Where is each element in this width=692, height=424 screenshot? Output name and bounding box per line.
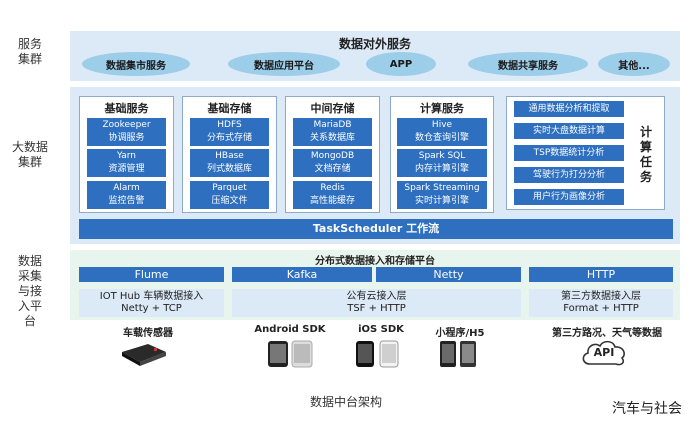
api-cloud-icon: [582, 340, 625, 366]
task-scheduler-bar: TaskScheduler 工作流: [79, 219, 673, 239]
service-oval: 其他...: [598, 52, 670, 76]
device-label-vehicle-sensor: 车载传感器: [123, 328, 173, 339]
protocol-netty: Netty: [376, 267, 521, 282]
task-item: TSP数据统计分析: [514, 145, 624, 161]
side-label-collect-platform: 数据 采集 与接 入平 台: [17, 254, 42, 328]
service-oval: 数据集市服务: [82, 52, 190, 76]
column-title: 基础服务: [104, 102, 149, 115]
column-title: 基础存储: [207, 102, 252, 115]
ingest-title: 分布式数据接入和存储平台: [315, 256, 435, 267]
external-service-title: 数据对外服务: [338, 37, 411, 51]
side-label-bigdata-cluster: 大数据 集群: [11, 140, 48, 169]
device-label-ios-sdk: iOS SDK: [358, 324, 404, 335]
compute-task-list: 通用数据分析和提取 实时大盘数据计算 TSP数据统计分析 驾驶行为打分分析 用户…: [506, 96, 665, 210]
compute-task-label: 计算任务: [639, 125, 652, 184]
task-item: 用户行为画像分析: [514, 189, 624, 205]
task-item: 驾驶行为打分分析: [514, 167, 624, 183]
service-oval: 数据共享服务: [468, 52, 588, 76]
diagram-caption: 数据中台架构: [309, 395, 382, 409]
api-label: API: [593, 346, 615, 359]
device-label-third-party-data: 第三方路况、天气等数据: [552, 328, 662, 339]
device-label-android-sdk: Android SDK: [254, 324, 326, 335]
vehicle-sensor-icon: [122, 344, 166, 366]
protocol-http: HTTP: [529, 267, 673, 282]
device-label-miniprogram: 小程序/H5: [435, 328, 485, 339]
service-oval: 数据应用平台: [228, 52, 340, 76]
protocol-kafka: Kafka: [232, 267, 372, 282]
android-phone-icon: [268, 340, 313, 368]
ios-phone-icon: [356, 340, 399, 368]
column-title: 中间存储: [310, 102, 355, 115]
miniprogram-phone-icon: [440, 341, 476, 367]
task-item: 通用数据分析和提取: [514, 101, 624, 117]
task-item: 实时大盘数据计算: [514, 123, 624, 139]
service-oval: APP: [366, 52, 436, 76]
protocol-flume: Flume: [79, 267, 224, 282]
column-title: 计算服务: [420, 102, 464, 115]
external-service-band: 数据对外服务 数据集市服务 数据应用平台 APP 数据共享服务 其他...: [70, 31, 680, 81]
brand-watermark: 汽车与社会: [612, 401, 682, 417]
side-label-service-cluster: 服务 集群: [17, 37, 42, 66]
